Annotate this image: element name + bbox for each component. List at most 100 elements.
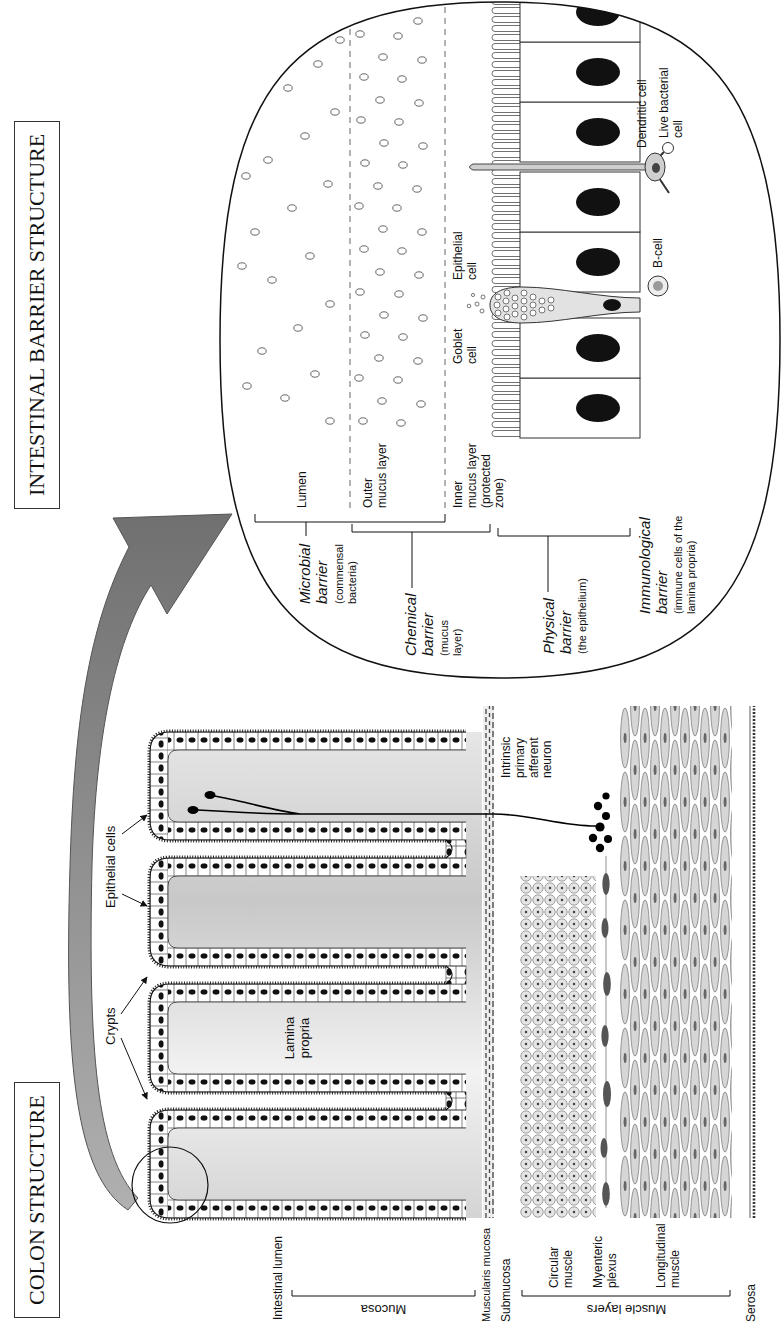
commensal-bacteria — [380, 312, 388, 318]
layer-label: Submucosa — [500, 1259, 514, 1322]
commensal-bacteria — [399, 334, 407, 340]
commensal-bacteria — [331, 109, 339, 115]
goblet-cell — [467, 293, 485, 313]
goblet-cell — [521, 290, 527, 296]
afferent-neuron — [596, 844, 604, 852]
layer-bracket — [255, 514, 445, 522]
dendritic-cell — [645, 153, 665, 181]
goblet-cell — [480, 309, 484, 313]
myenteric-plexus — [603, 972, 611, 996]
title-box: INTESTINAL BARRIER STRUCTURE — [14, 121, 60, 509]
cell-nucleus — [576, 248, 620, 276]
layer-label: Lumen — [296, 471, 310, 508]
goblet-cell — [490, 287, 640, 323]
commensal-bacteria — [326, 418, 334, 424]
commensal-bacteria — [355, 203, 363, 209]
commensal-bacteria — [398, 248, 406, 254]
region-label: Lamina propria — [283, 1002, 313, 1074]
goblet-cell — [495, 294, 501, 300]
cell-nucleus — [576, 394, 620, 422]
commensal-bacteria — [361, 332, 369, 338]
goblet-cell — [530, 294, 536, 300]
goblet-cell — [521, 298, 527, 304]
afferent-neuron — [602, 792, 609, 799]
epithelial-cell-top — [150, 732, 168, 840]
title-text: INTESTINAL BARRIER STRUCTURE — [24, 134, 50, 496]
commensal-bacteria — [361, 160, 369, 166]
basement-membrane — [168, 1128, 466, 1200]
layer-bracket — [498, 528, 630, 536]
commensal-bacteria — [356, 31, 364, 37]
goblet-cell — [503, 298, 509, 304]
b-cell — [648, 276, 668, 296]
commensal-bacteria — [394, 33, 402, 39]
goblet-cell — [512, 303, 518, 309]
epithelial-cell-top — [150, 984, 168, 1092]
epithelial-cell-top — [150, 858, 168, 966]
commensal-bacteria — [398, 76, 406, 82]
colon-mucosa — [150, 732, 482, 1218]
myenteric-plexus — [603, 1081, 611, 1107]
dendritic-cell — [652, 163, 660, 173]
myenteric-plexus — [602, 873, 609, 895]
goblet-cell — [512, 295, 518, 301]
layer-bracket — [548, 536, 549, 592]
afferent-neuron — [594, 802, 602, 810]
b-cell — [653, 281, 663, 291]
structure-label: Intrinsic primary afferent neuron — [500, 706, 555, 778]
commensal-bacteria — [374, 183, 382, 189]
commensal-bacteria — [359, 418, 367, 424]
afferent-neuron — [198, 796, 596, 826]
muscularis-mucosa — [483, 706, 494, 1218]
epithelial-cell — [520, 172, 640, 232]
commensal-bacteria — [360, 246, 368, 252]
cell-nucleus — [576, 0, 620, 422]
cell-nucleus — [576, 188, 620, 216]
commensal-bacteria — [238, 263, 246, 269]
leader-arrow — [121, 815, 147, 1099]
myenteric-plexus — [601, 1025, 608, 1047]
commensal-bacteria — [288, 205, 296, 211]
barrier-heading: Physical barrier — [540, 592, 575, 654]
commensal-bacteria — [311, 371, 319, 377]
title-box: COLON STRUCTURE — [14, 1082, 60, 1318]
bracket-label: Muscle layers — [587, 1301, 666, 1316]
layer-divider — [350, 0, 445, 508]
commensal-bacteria — [264, 157, 272, 163]
goblet-cell — [504, 314, 510, 320]
commensal-bacteria — [294, 325, 302, 331]
commensal-bacteria — [395, 291, 403, 297]
barrier-heading: Chemical barrier — [402, 590, 437, 656]
cell-label: Epithelial cell — [452, 222, 480, 280]
goblet-cell — [512, 311, 518, 317]
leader-arrow — [122, 894, 147, 906]
barrier-note: (commensal bacteria) — [333, 534, 358, 604]
layer-bracket — [412, 532, 413, 588]
layer-bracket — [292, 1290, 475, 1296]
commensal-bacteria — [419, 315, 427, 321]
commensal-bacteria — [418, 229, 426, 235]
epithelial-cell — [520, 102, 640, 162]
muscularis-mucosa — [489, 706, 490, 1218]
cell-label: B-cell — [652, 238, 666, 268]
afferent-neuron — [602, 812, 610, 820]
commensal-bacteria — [378, 398, 386, 404]
goblet-cell — [494, 302, 500, 308]
cell-label: Goblet cell — [452, 324, 480, 364]
barrier-interior — [238, 0, 674, 508]
live-bacterium — [663, 143, 674, 154]
muscularis-mucosa — [485, 706, 486, 1218]
longitudinal-muscle — [620, 706, 732, 1218]
goblet-cell — [530, 310, 536, 316]
serosa-layer — [750, 706, 754, 1218]
barrier-ellipse: Microbial barrier(commensal bacteria)Lum… — [220, 2, 780, 678]
afferent-neuron — [188, 806, 199, 814]
commensal-bacteria — [301, 133, 309, 139]
commensal-bacteria — [356, 289, 364, 295]
layer-label: Inner mucus layer (protected zone) — [452, 443, 507, 509]
barrier-note: (mucus layer) — [438, 612, 463, 656]
epithelial-cell — [520, 378, 640, 438]
epithelial-cell — [520, 0, 640, 42]
goblet-cell — [539, 298, 545, 304]
